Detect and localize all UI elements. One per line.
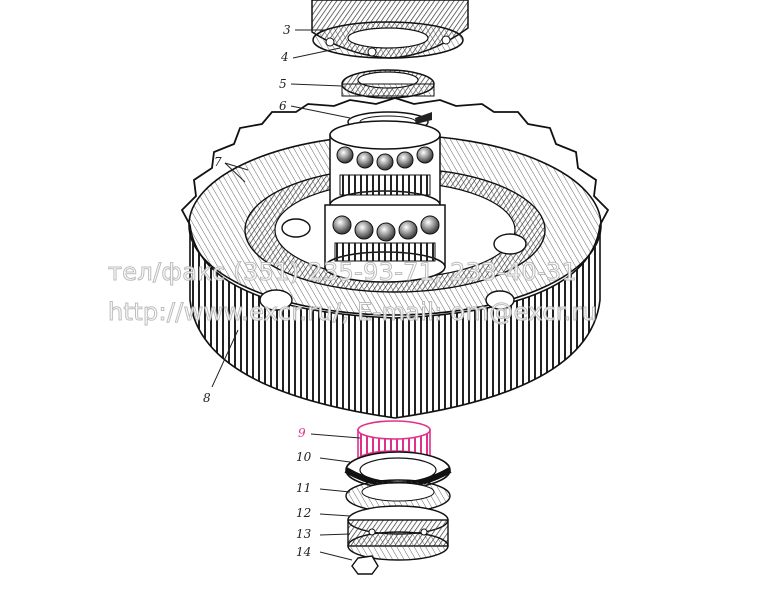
callout-6: 6 — [279, 99, 287, 113]
ring-part-5 — [341, 69, 435, 99]
callout-7: 7 — [214, 155, 222, 169]
callout-10: 10 — [296, 450, 312, 464]
watermark-web: http://www.excr.ru/, E-mail: om@excr.ru — [107, 298, 598, 327]
callout-14: 14 — [296, 545, 311, 559]
callout-4: 4 — [280, 50, 289, 64]
top-housing — [311, 0, 469, 59]
leader-lines — [211, 29, 361, 561]
flange-part-13 — [347, 505, 449, 561]
callout-3: 3 — [283, 23, 291, 37]
ring-part-11 — [345, 479, 451, 513]
callout-13: 13 — [296, 527, 312, 541]
callout-5: 5 — [279, 77, 287, 91]
callout-9: 9 — [298, 426, 306, 440]
bearing-upper — [329, 120, 441, 220]
nut-part-14 — [351, 555, 379, 575]
callout-8: 8 — [203, 391, 211, 405]
bearing-lower — [324, 204, 446, 283]
ring-part-10 — [344, 451, 452, 489]
callout-11: 11 — [296, 481, 311, 495]
callout-12: 12 — [296, 506, 311, 520]
watermark-phone: тел/факс (351) 235-93-71, 233-40-31 — [107, 258, 578, 287]
